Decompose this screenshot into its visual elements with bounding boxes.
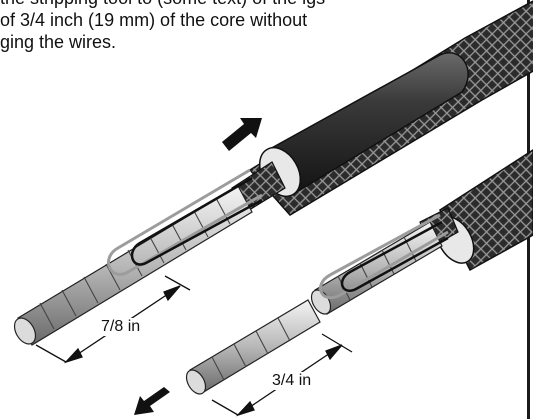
- caption-line-1: the stripping tool to (some text) of the…: [0, 0, 325, 9]
- caption-line-2: of 3/4 inch (19 mm) of the core without: [0, 10, 308, 30]
- strand-end-top: [13, 317, 37, 345]
- u-wire-inner-bottom: [340, 220, 449, 292]
- u-wire-outer-bottom: [319, 213, 449, 299]
- bottom-cable: [310, 149, 533, 315]
- caption-line-3: ging the wires.: [0, 32, 117, 52]
- dimension-label-short: 3/4 in: [270, 372, 314, 390]
- arrow-pull-out-icon: [134, 387, 170, 415]
- strand-twist-lines-top: [39, 197, 231, 330]
- u-wire-outer-top: [107, 168, 263, 276]
- top-cable: [13, 0, 533, 346]
- u-wire-inner-top: [130, 176, 263, 266]
- loose-strand-end: [185, 369, 207, 395]
- arrow-pull-back-icon: [222, 118, 262, 151]
- core-strand-bottom: [314, 221, 443, 315]
- dimension-label-long: 7/8 in: [99, 318, 143, 336]
- removed-core-piece: [185, 299, 321, 395]
- loose-strand-twist-lines: [211, 317, 291, 381]
